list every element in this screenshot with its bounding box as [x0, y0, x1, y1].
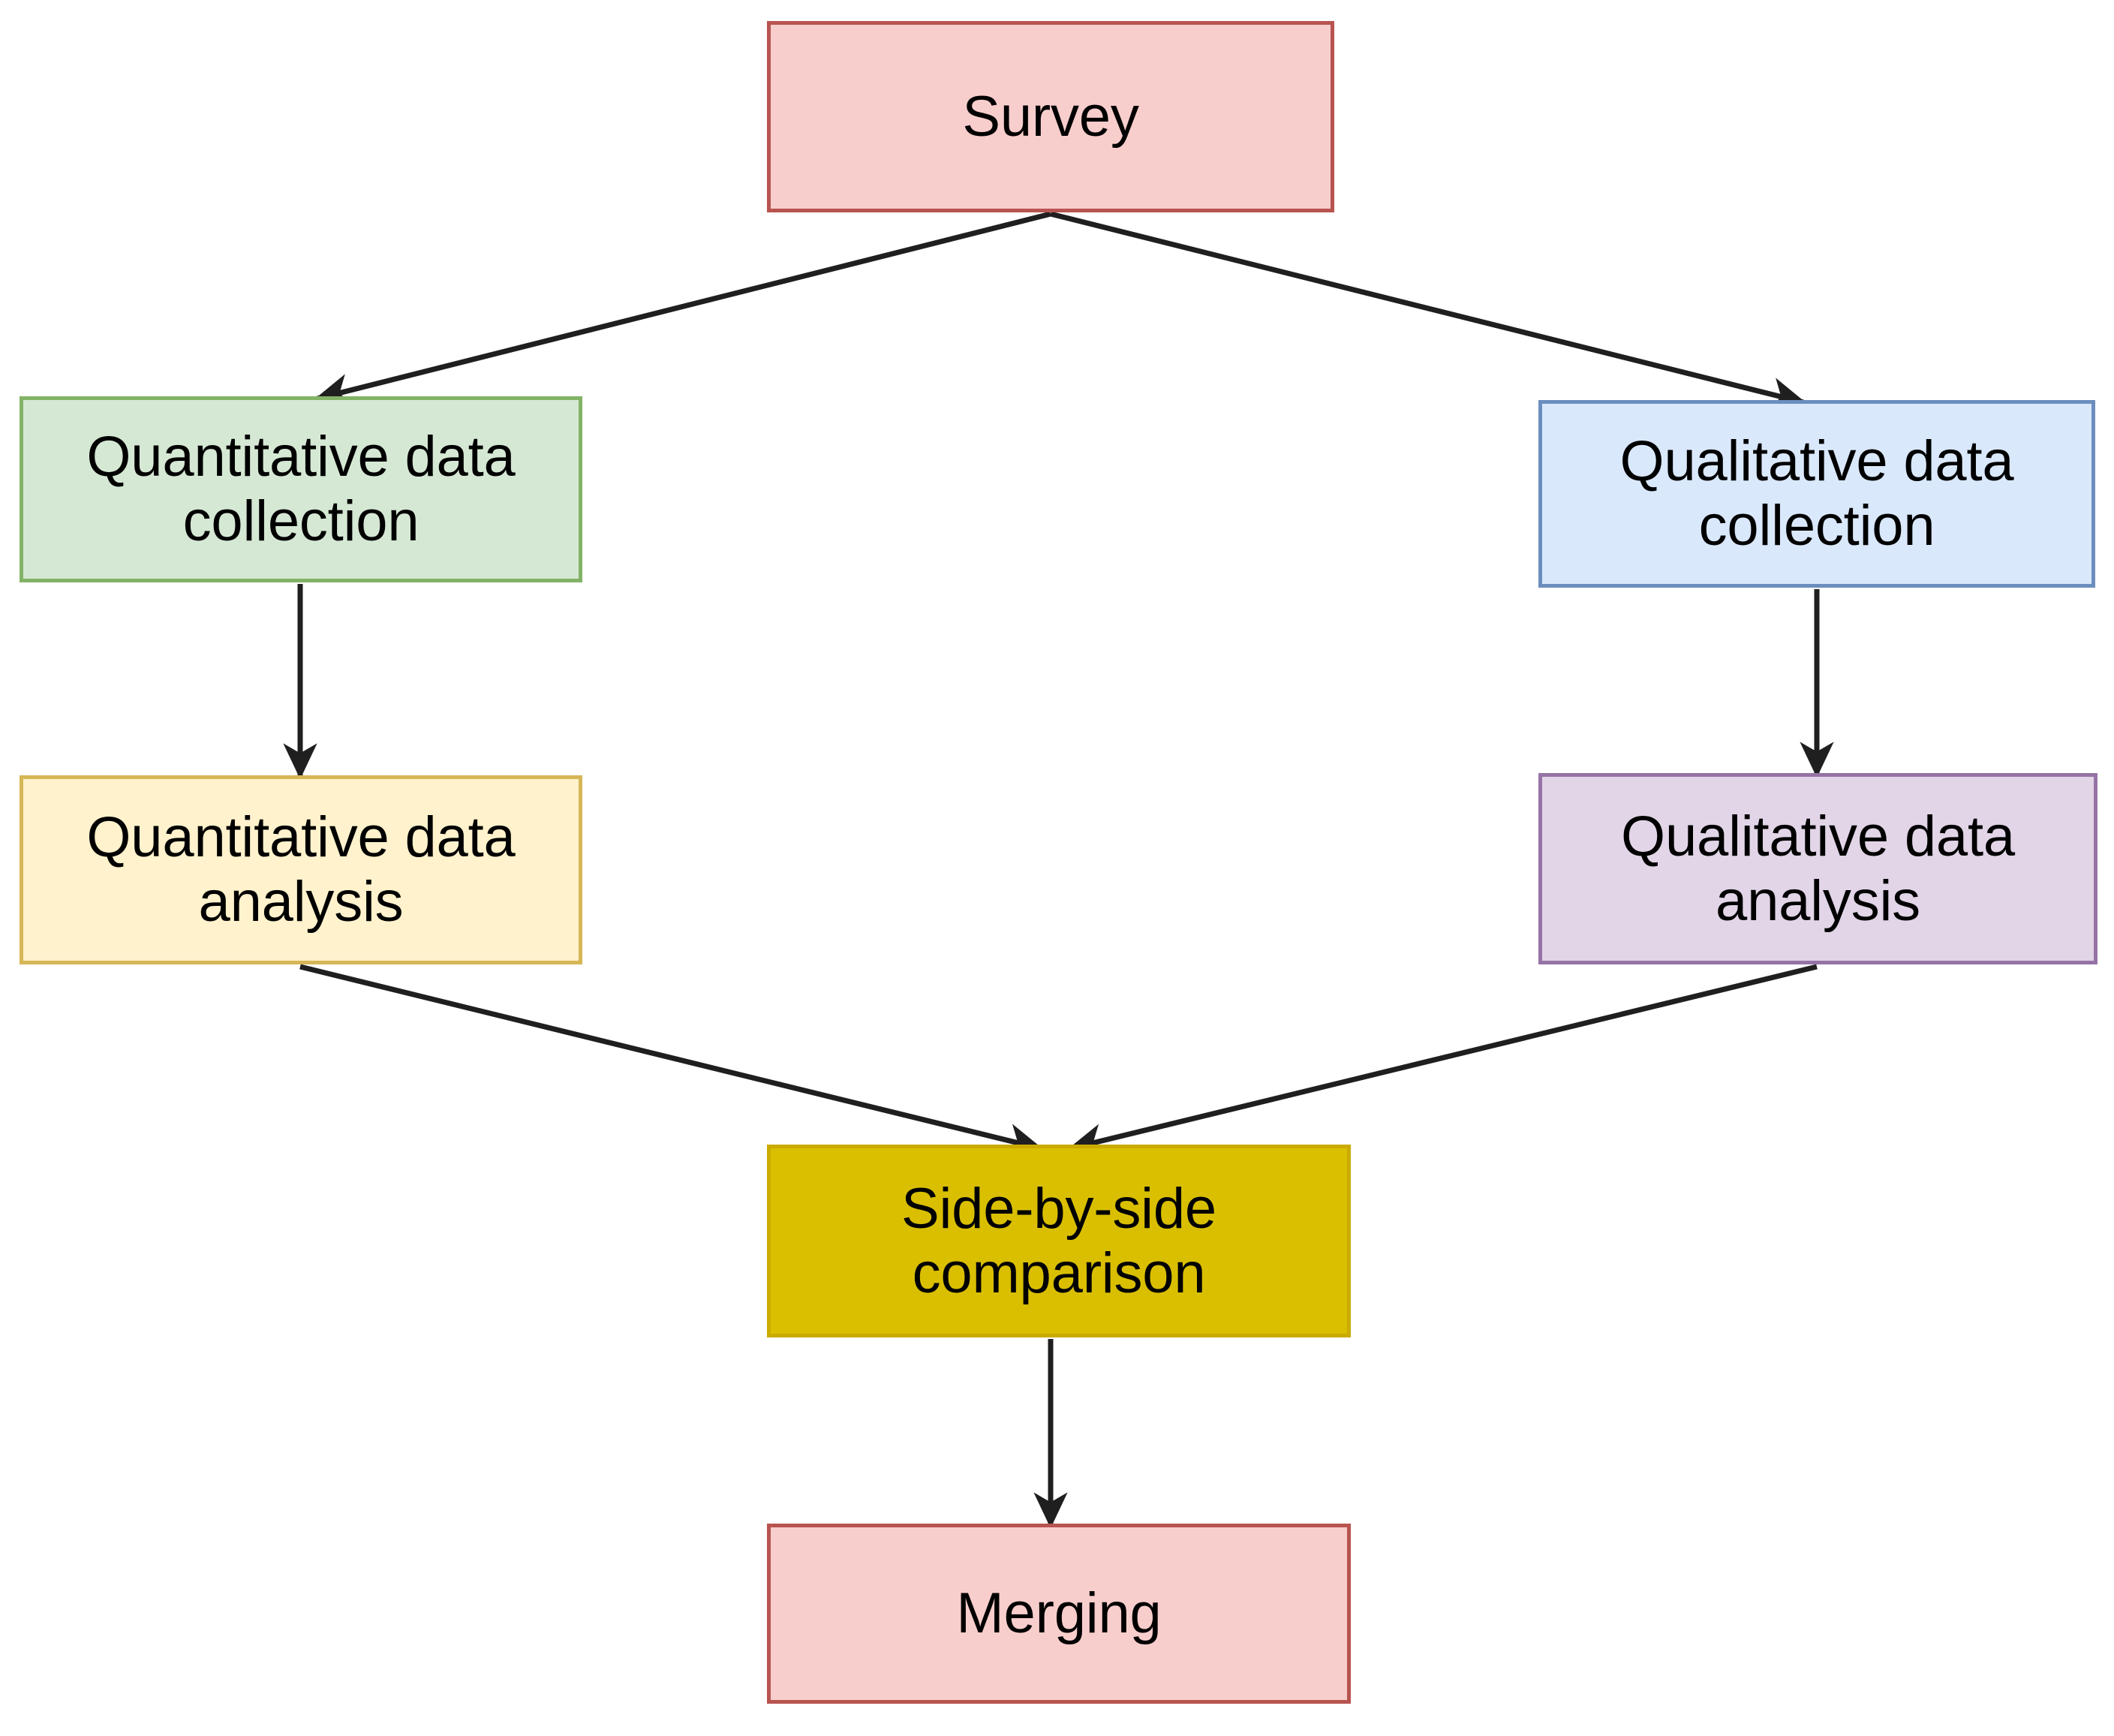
node-qualitative-data-collection[interactable]: Qualitative data collection — [1538, 400, 2095, 588]
edge-survey-to-qualitative-collection — [1050, 211, 1807, 411]
node-survey[interactable]: Survey — [767, 21, 1334, 212]
node-qualitative-data-analysis[interactable]: Qualitative data analysis — [1538, 773, 2097, 964]
edge-quantitative-analysis-to-comparison — [299, 964, 1044, 1157]
edge-qualitative-analysis-to-comparison — [1067, 964, 1818, 1157]
node-side-by-side-comparison-label: Side-by-side comparison — [901, 1176, 1217, 1305]
node-qualitative-data-analysis-label: Qualitative data analysis — [1621, 804, 2015, 933]
node-quantitative-data-analysis[interactable]: Quantitative data analysis — [20, 775, 582, 964]
node-qualitative-data-collection-label: Qualitative data collection — [1619, 429, 2014, 558]
edge-survey-to-quantitative-collection — [314, 211, 1051, 408]
node-quantitative-data-collection[interactable]: Quantitative data collection — [20, 396, 582, 582]
node-quantitative-data-collection-label: Quantitative data collection — [86, 425, 516, 553]
node-merging-label: Merging — [956, 1581, 1162, 1646]
node-merging[interactable]: Merging — [767, 1524, 1351, 1704]
node-side-by-side-comparison[interactable]: Side-by-side comparison — [767, 1145, 1351, 1337]
node-quantitative-data-analysis-label: Quantitative data analysis — [86, 805, 516, 934]
node-survey-label: Survey — [962, 84, 1139, 149]
